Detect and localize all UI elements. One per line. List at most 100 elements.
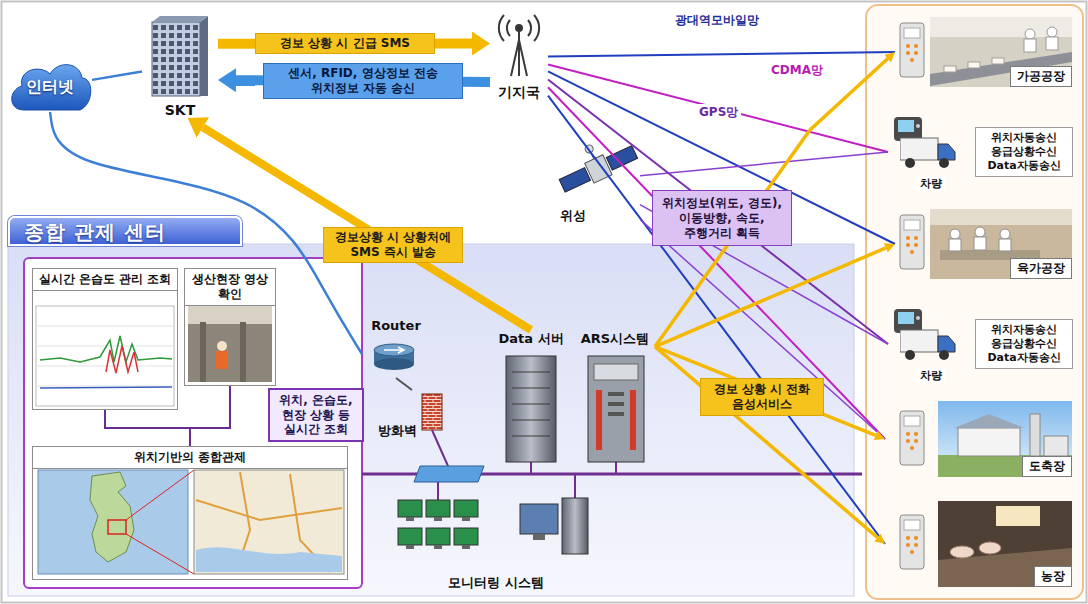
node-label: Router [371,318,421,333]
factory-photo [900,17,1072,87]
slaughterhouse-photo [900,411,924,465]
monitor-panel: 실시간 온습도 관리 조회 [32,268,178,410]
location-maps [196,472,342,572]
meat-plant-photo [930,209,1072,279]
farm-photo [979,542,1001,554]
sensor-chart [36,306,174,406]
edge-label: 경보상황 시 상황처에 SMS 즉시 발송 [323,227,463,263]
node-label: 가공공장 [1010,66,1072,87]
switch-icon [414,466,484,482]
site-video [188,304,272,324]
factory-photo [944,58,1004,72]
data-server-icon [512,420,550,421]
network-label: 광대역모바일망 [672,12,762,29]
vehicle-icons [900,138,955,168]
router-icon [374,344,414,356]
farm-photo [950,546,974,558]
ars-system-icon [608,392,624,396]
office-building [152,16,208,96]
base-station-tower [534,15,539,41]
node-caption: 차량 [917,368,945,383]
node-label: 농장 [1034,566,1072,587]
factory-photo [992,58,1004,64]
monitoring-computers [462,545,470,549]
factory-photo [968,62,980,68]
data-server-icon [506,356,556,462]
location-maps [38,470,188,574]
monitoring-computers [398,528,422,545]
monitoring-computers [426,500,450,517]
meat-plant-photo [999,239,1011,251]
network-label: GPS망 [696,104,741,121]
voice-alert-arrow [655,248,886,347]
network-wiring [432,430,448,466]
office-building [152,16,208,22]
node-label: 육가공장 [1010,258,1072,279]
factory-photo [1024,27,1058,52]
voice-alert-arrow [655,59,888,347]
monitoring-computers [406,545,414,549]
office-building [200,16,208,96]
slaughterhouse-photo [958,428,1020,456]
location-maps [194,470,344,574]
site-video [188,304,272,382]
base-station-tower [499,15,504,41]
meat-plant-photo [950,229,960,239]
data-server-icon [512,436,550,437]
firewall-icon [422,394,442,430]
factory-photo [1025,29,1035,39]
factory-photo [930,17,1072,37]
location-maps [126,534,194,574]
voice-alert-arrow [655,347,877,538]
server-box: ARS시스템 [575,330,655,468]
node-label: 종합 관제 센터 [8,216,242,246]
factory-photo [900,23,924,77]
ars-system-icon [596,390,636,450]
meat-plant-photo [900,209,1072,279]
base-station-tower [528,20,531,36]
location-maps [196,500,342,520]
location-maps [38,470,344,574]
wireless-link [548,64,888,152]
vehicle-box: 위치자동송신 응급상황수신 Data자동송신차량 [888,110,1076,194]
location-maps [196,547,342,572]
callout-box: 위치, 온습도, 현장 상황 등 실시간 조회 [268,388,364,442]
meat-plant-photo [930,209,1072,225]
farm-photo [950,542,1001,558]
cloud-shape [12,65,91,110]
node-label: 인터넷 [26,77,74,98]
monitoring-computers [398,500,422,517]
ars-system-icon [608,412,624,416]
farm-photo [938,501,1072,587]
location-maps [126,470,194,574]
router-icon [384,347,404,353]
base-station-tower [519,40,527,76]
satellite: 위성 [552,135,640,225]
network-link [396,378,412,390]
network-wiring [574,474,576,498]
monitoring-computers [434,545,442,549]
network-wiring [530,462,532,474]
vehicle-icons [894,309,922,333]
base-station-tower [511,40,519,76]
farm-photo [900,515,924,569]
satellite [559,168,590,193]
sensor-chart [106,346,138,373]
base-station-tower [518,30,520,76]
factory-photo [930,17,1072,87]
base-station: 기지국 [490,12,548,102]
site-panel [866,5,1083,599]
node-label: 위치정보(위도, 경도), 이동방향, 속도, 주행거리 획득 [658,196,786,241]
monitoring-computers [426,528,450,545]
sensor-chart [36,386,174,387]
site-box: 육가공장 [895,206,1075,282]
data-server-icon [512,388,550,389]
server-box: Data 서버 [495,330,567,468]
monitoring-computers [454,500,478,517]
firewall-box: 방화벽 [378,390,446,440]
site-video [240,322,246,382]
monitoring-computers [398,500,478,545]
node-label: 방화벽 [378,422,417,440]
